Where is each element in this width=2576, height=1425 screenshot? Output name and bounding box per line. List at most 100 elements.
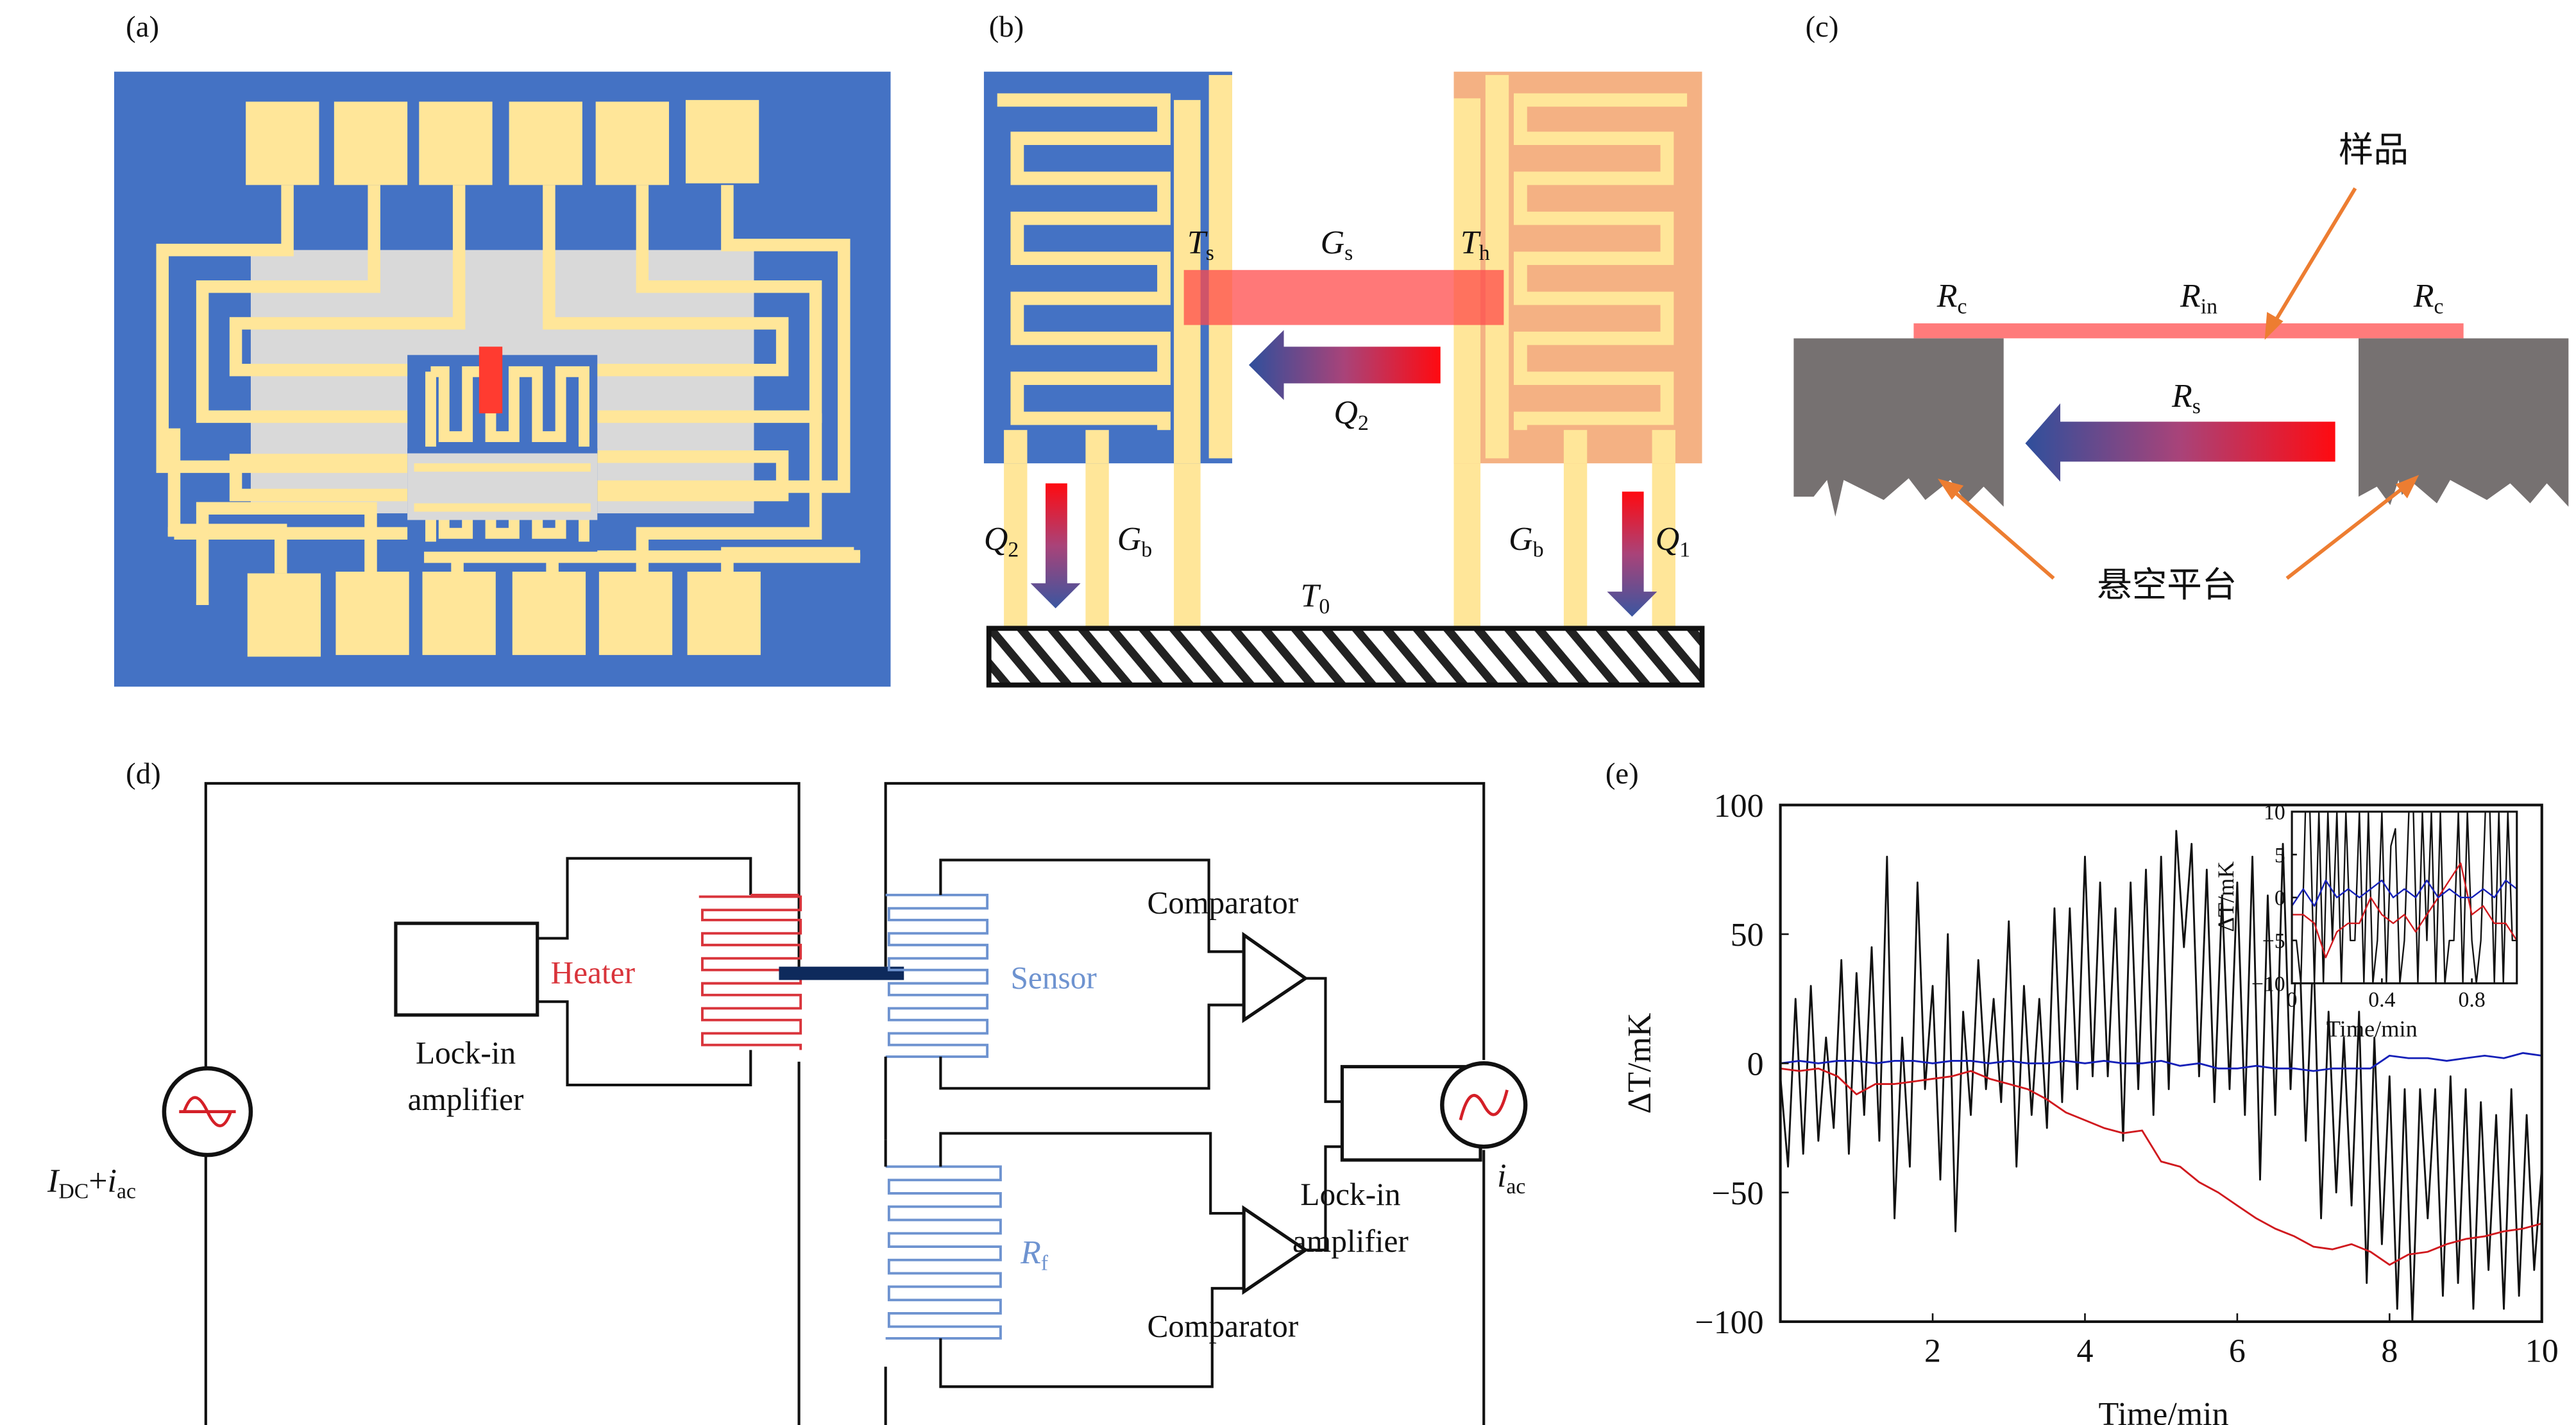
x-tick-label: 10 — [2525, 1333, 2559, 1369]
y-axis-label: ΔT/mK — [1622, 1013, 1658, 1114]
heat-flow-arrow-down-right — [1607, 491, 1657, 617]
rf-coil — [885, 1165, 1002, 1340]
label-Q2-left: Q2 — [984, 521, 1019, 561]
inset-series-red — [2292, 862, 2517, 959]
rf-label: Rf — [1020, 1234, 1049, 1275]
heater-lockin-wire — [537, 857, 752, 1087]
platform-pointer-left — [1949, 486, 2055, 580]
sensor-comparator-wire — [884, 858, 1242, 1140]
sample-label: 样品 — [2339, 129, 2409, 170]
thermal-link — [779, 966, 904, 980]
inset-series-blue — [2292, 879, 2517, 907]
sensor-coil — [885, 893, 989, 1058]
label-Q2-mid: Q2 — [1334, 395, 1368, 435]
panel-a-label: (a) — [126, 10, 159, 44]
contact-pad — [334, 101, 408, 185]
y-tick-label: 100 — [1714, 788, 1764, 824]
panel-b: (b) Ts — [983, 10, 1705, 688]
rf-comparator-wire — [884, 1132, 1244, 1388]
contact-pad — [598, 571, 673, 655]
y-tick-label: 50 — [1731, 917, 1764, 953]
sample-bar — [1183, 269, 1504, 325]
label-Th: Th — [1461, 225, 1490, 265]
comparator-output-wire — [1305, 977, 1343, 1252]
heater-label: Heater — [551, 955, 635, 991]
sensor-meander — [997, 93, 1171, 431]
contact-pad — [685, 99, 759, 183]
label-Gs: Gs — [1321, 225, 1353, 265]
contact-pad — [422, 571, 496, 655]
source-left-label: IDC+iac — [47, 1163, 136, 1203]
platform-left — [1793, 338, 2004, 517]
label-Gb-right: Gb — [1509, 521, 1543, 561]
heater-meander — [1513, 93, 1688, 431]
series-blue — [1780, 1052, 2542, 1072]
panel-b-label: (b) — [989, 10, 1024, 44]
inset-series-group — [2292, 812, 2517, 984]
panel-e-label: (e) — [1606, 757, 1639, 790]
lockin-right-label-2: amplifier — [1292, 1224, 1409, 1259]
inset-x-tick-label: 0 — [2287, 988, 2298, 1012]
sensor-meander — [425, 366, 589, 447]
heat-sink — [986, 626, 1705, 688]
label-Rc-left: Rc — [1936, 278, 1967, 318]
contact-pad — [246, 101, 319, 185]
sensor-label: Sensor — [1010, 960, 1096, 995]
label-Rc-right: Rc — [2413, 278, 2444, 318]
contact-pad — [419, 101, 493, 185]
platform-pointer-right — [2285, 483, 2409, 580]
sample-pointer — [2270, 187, 2357, 328]
comparator-bottom-label: Comparator — [1147, 1308, 1298, 1344]
comparator-top — [1242, 932, 1309, 1023]
inset-x-tick-label: 0.4 — [2368, 988, 2395, 1012]
inset-series-black — [2292, 812, 2517, 984]
inset-x-axis-label: Time/min — [2326, 1016, 2418, 1042]
label-Rs: Rs — [2171, 378, 2201, 418]
x-axis-label: Time/min — [2099, 1396, 2229, 1425]
contact-pad — [509, 101, 582, 185]
heater-loop-wire — [204, 781, 801, 1425]
contact-pad — [512, 571, 586, 655]
label-Gb-left: Gb — [1117, 521, 1152, 561]
sample-nanowire — [479, 346, 503, 414]
label-T0: T0 — [1300, 578, 1330, 619]
series-red — [1780, 1067, 2542, 1266]
panel-c: (c) Rc Rin Rc Rs 样品 悬空平台 — [1793, 10, 2569, 605]
bridge-line — [414, 503, 591, 512]
series-group — [1780, 830, 2542, 1322]
inset-y-tick-label: −5 — [2262, 930, 2285, 953]
label-Rin: Rin — [2180, 278, 2217, 318]
platform-right — [2358, 338, 2569, 507]
panel-d-label: (d) — [126, 757, 161, 790]
comparator-top-label: Comparator — [1147, 885, 1298, 921]
thermal-resistance-arrow — [2025, 403, 2335, 482]
label-Q1: Q1 — [1656, 521, 1690, 561]
source-right-label: iac — [1497, 1158, 1525, 1199]
panel-a: (a) — [114, 10, 891, 687]
contact-pad — [595, 101, 669, 185]
x-tick-label: 2 — [1924, 1333, 1941, 1369]
lockin-box-left — [394, 921, 539, 1017]
x-tick-label: 4 — [2076, 1333, 2093, 1369]
lockin-left-label-2: amplifier — [408, 1082, 524, 1117]
ac-wave-icon — [1459, 1089, 1509, 1121]
panel-c-label: (c) — [1806, 10, 1839, 44]
panel-d: (d) Heater Sensor Rf Lock-in amplifier L… — [47, 757, 1528, 1425]
platform-label: 悬空平台 — [2097, 564, 2237, 605]
lockin-left-label-1: Lock-in — [416, 1035, 516, 1070]
lockin-right-label-1: Lock-in — [1300, 1177, 1400, 1212]
contact-pad — [247, 573, 321, 657]
heat-flow-arrow-down-left — [1030, 483, 1081, 609]
sample-strip — [1913, 323, 2464, 339]
y-tick-label: 0 — [1747, 1046, 1764, 1082]
contact-pads-bottom — [247, 571, 761, 657]
inset-x-tick-label: 0.8 — [2459, 988, 2486, 1012]
inset-y-axis-label: ΔT/mK — [2213, 861, 2239, 932]
series-black — [1780, 830, 2542, 1322]
ac-wave-icon — [179, 1096, 236, 1127]
contact-pads-top — [246, 99, 759, 185]
